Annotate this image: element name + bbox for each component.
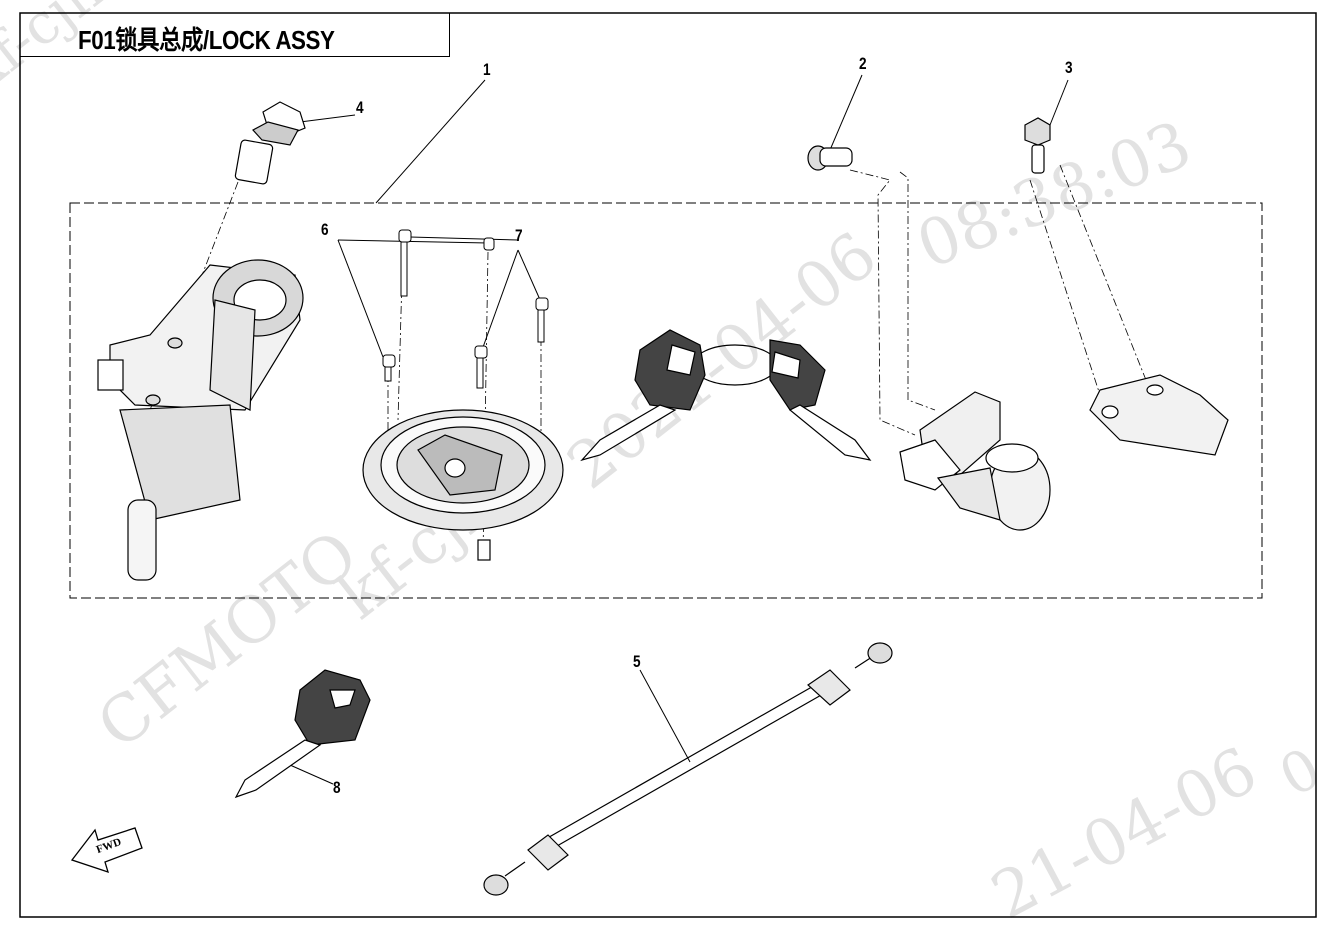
callout-2: 2 — [858, 54, 867, 73]
diagram-title: F01锁具总成/LOCK ASSY — [78, 25, 335, 55]
callout-8: 8 — [332, 778, 341, 797]
callout-1: 1 — [482, 60, 491, 79]
part-1-bracket-right — [1089, 374, 1229, 456]
part-1-key-pair — [580, 329, 872, 462]
title-box — [20, 13, 450, 57]
callout-3: 3 — [1064, 58, 1073, 77]
part-3-bolt — [1024, 117, 1051, 174]
callout-7: 7 — [514, 226, 523, 245]
callout-5: 5 — [632, 652, 641, 671]
fwd-arrow-icon — [70, 827, 143, 874]
part-2-bolt — [807, 145, 853, 171]
part-1-fuel-cap — [362, 409, 564, 561]
callout-4: 4 — [355, 98, 364, 117]
leader-lines — [289, 74, 1069, 785]
part-8-key — [234, 669, 371, 799]
part-6-7-screws — [382, 229, 549, 389]
part-5-cable — [483, 642, 893, 896]
part-4-bolt — [234, 101, 306, 185]
assembly-boundary — [69, 202, 1263, 599]
part-1-ignition-lock — [97, 259, 304, 581]
page-frame — [19, 12, 1317, 918]
callout-6: 6 — [320, 220, 329, 239]
part-1-lock-bracket — [899, 391, 1051, 531]
